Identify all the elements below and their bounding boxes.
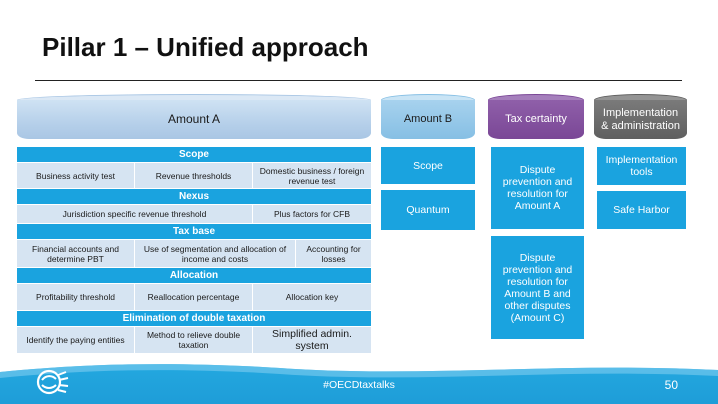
footer-wave	[0, 360, 718, 378]
amount-a-table: Scope Business activity test Revenue thr…	[17, 147, 371, 354]
tax-base-heading: Tax base	[17, 224, 371, 239]
tax-base-row: Financial accounts and determine PBT Use…	[17, 240, 371, 267]
tax-base-cell: Financial accounts and determine PBT	[17, 240, 134, 267]
nexus-cell: Plus factors for CFB	[253, 205, 371, 223]
scope-heading: Scope	[17, 147, 371, 162]
elimination-heading: Elimination of double taxation	[17, 311, 371, 326]
elimination-cell: Simplified admin. system	[253, 327, 371, 353]
nexus-heading: Nexus	[17, 189, 371, 204]
amount-a-header-label: Amount A	[167, 112, 221, 126]
tax-certainty-header-label: Tax certainty	[505, 113, 567, 125]
elimination-row: Identify the paying entities Method to r…	[17, 327, 371, 353]
elimination-cell: Method to relieve double taxation	[135, 327, 252, 353]
tax-base-cell: Use of segmentation and allocation of in…	[135, 240, 295, 267]
page-title: Pillar 1 – Unified approach	[42, 32, 369, 62]
nexus-cell: Jurisdiction specific revenue threshold	[17, 205, 252, 223]
tax-certainty-amount-b-c-box: Dispute prevention and resolution for Am…	[491, 236, 584, 339]
allocation-heading: Allocation	[17, 268, 371, 283]
hashtag-text: #OECDtaxtalks	[323, 379, 395, 391]
scope-cell: Revenue thresholds	[135, 163, 252, 188]
allocation-row: Profitability threshold Reallocation per…	[17, 284, 371, 310]
amount-b-scope-box: Scope	[381, 147, 475, 184]
implementation-tools-box: Implementation tools	[597, 147, 686, 185]
footer-bar: #OECDtaxtalks 50	[0, 360, 718, 404]
nexus-row: Jurisdiction specific revenue threshold …	[17, 205, 371, 223]
implementation-header: Implementation & administration	[594, 94, 687, 139]
amount-a-header: Amount A	[17, 94, 371, 139]
title-divider	[35, 80, 682, 81]
page-number: 50	[664, 378, 678, 392]
allocation-cell: Profitability threshold	[17, 284, 134, 310]
tax-certainty-amount-a-box: Dispute prevention and resolution for Am…	[491, 147, 584, 229]
elimination-cell: Identify the paying entities	[17, 327, 134, 353]
scope-cell: Domestic business / foreign revenue test	[253, 163, 371, 188]
tax-base-cell: Accounting for losses	[296, 240, 371, 267]
tax-certainty-header: Tax certainty	[488, 94, 584, 139]
scope-row: Business activity test Revenue threshold…	[17, 163, 371, 188]
amount-b-header-label: Amount B	[403, 113, 453, 125]
allocation-cell: Reallocation percentage	[135, 284, 252, 310]
oecd-logo-icon	[36, 369, 69, 395]
safe-harbor-box: Safe Harbor	[597, 191, 686, 229]
amount-b-header: Amount B	[381, 94, 475, 139]
implementation-header-label: Implementation & administration	[601, 106, 680, 132]
allocation-cell: Allocation key	[253, 284, 371, 310]
scope-cell: Business activity test	[17, 163, 134, 188]
amount-b-quantum-box: Quantum	[381, 190, 475, 230]
